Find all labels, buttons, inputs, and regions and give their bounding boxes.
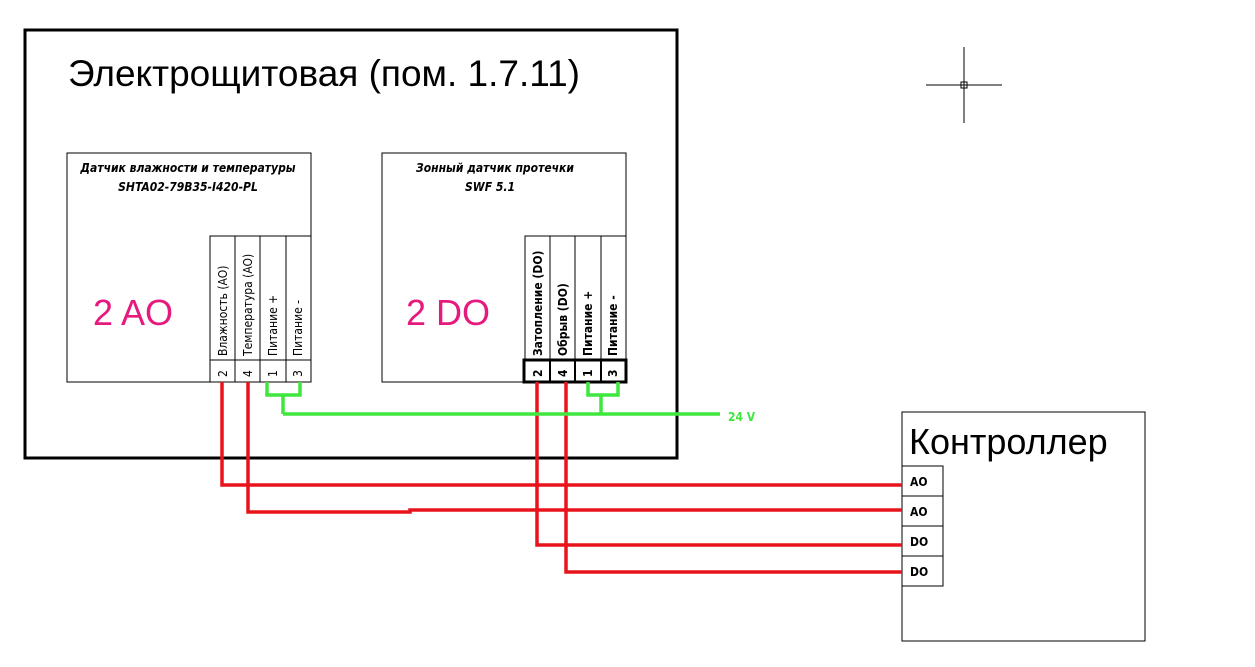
terminal-number: 3 — [291, 370, 305, 377]
terminal-number: 2 — [531, 369, 545, 377]
sensor-leak-title: Зонный датчик протечки — [416, 161, 574, 175]
sensor-humidity-model: SHTA02-79B35-I420-PL — [118, 180, 258, 194]
terminal-number: 4 — [241, 370, 255, 377]
wire-break-do — [564, 382, 902, 574]
sensor-leak-box: Зонный датчик протечки SWF 5.1 2 DO Зато… — [381, 152, 628, 384]
crosshair-cursor-icon — [926, 47, 1002, 123]
wire-humidity-ao — [220, 382, 902, 487]
power-label: 24 V — [728, 410, 756, 424]
terminal-label: Питание - — [291, 300, 305, 356]
controller-port-label: AO — [910, 505, 928, 519]
room-boundary — [23, 28, 679, 460]
signal-wires — [220, 382, 902, 574]
wire-power-sensor2 — [586, 382, 620, 397]
sensor-leak-io-summary: 2 DO — [406, 292, 490, 333]
terminal-label: Затопление (DO) — [531, 251, 545, 357]
terminal-label: Питание + — [266, 295, 280, 356]
terminal-label: Питание + — [581, 291, 595, 356]
terminal-number: 1 — [581, 369, 595, 377]
terminal-label: Влажность (AO) — [216, 266, 230, 356]
controller-title: Контроллер — [909, 421, 1108, 462]
wire-temperature-ao — [246, 382, 902, 514]
controller-port-block — [901, 465, 944, 587]
terminal-label: Питание - — [606, 295, 620, 356]
wire-flood-do — [535, 382, 902, 547]
room-title: Электрощитовая (пом. 1.7.11) — [68, 53, 580, 94]
sensor-humidity-title: Датчик влажности и температуры — [79, 161, 295, 175]
sensor-leak-model: SWF 5.1 — [465, 180, 515, 194]
power-wires — [265, 382, 720, 416]
terminal-number: 1 — [266, 370, 280, 377]
terminal-label: Температура (AO) — [241, 254, 255, 357]
controller-port-label: AO — [910, 475, 928, 489]
sensor-humidity-box: Датчик влажности и температуры SHTA02-79… — [66, 152, 312, 383]
terminal-number: 4 — [556, 369, 570, 377]
terminal-number: 2 — [216, 370, 230, 377]
terminal-number: 3 — [606, 369, 620, 377]
terminal-label: Обрыв (DO) — [556, 283, 570, 356]
wire-power-sensor1 — [265, 382, 302, 397]
controller-port-label: DO — [910, 565, 928, 579]
sensor-leak-terminal-strip — [522, 235, 628, 384]
sensor-humidity-terminal-strip — [209, 235, 312, 383]
controller-port-label: DO — [910, 535, 928, 549]
controller-box: Контроллер AO AO DO DO — [901, 411, 1146, 642]
sensor-humidity-io-summary: 2 AO — [93, 292, 173, 333]
